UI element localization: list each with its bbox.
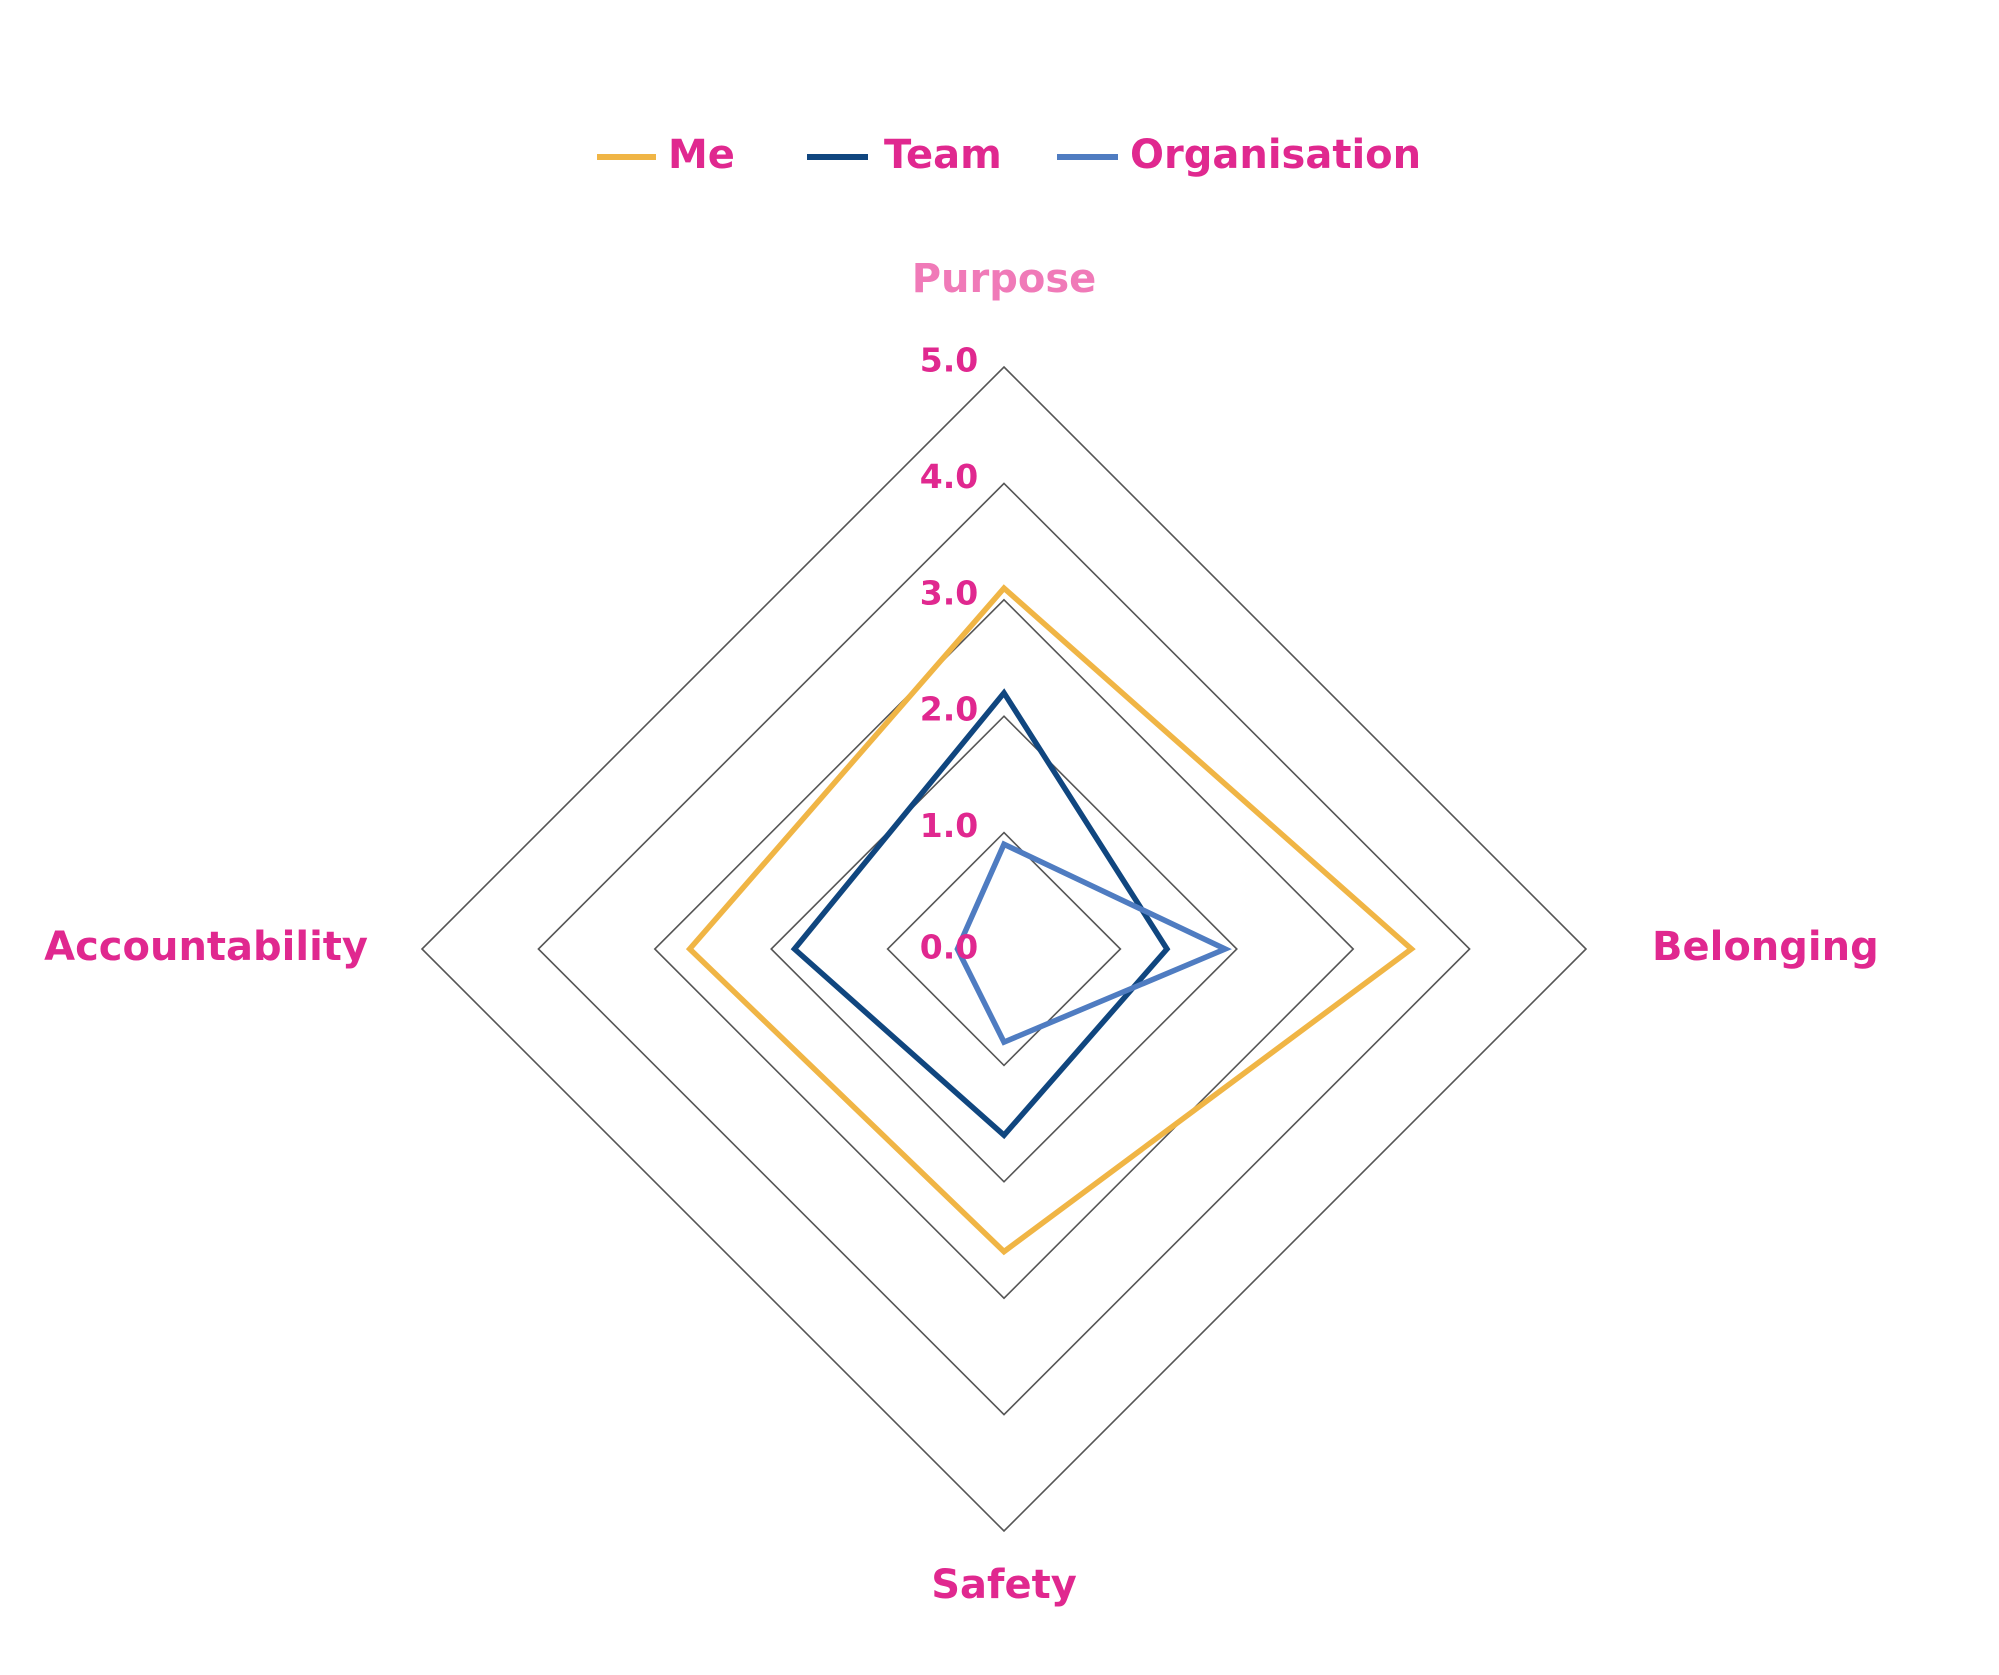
series-organisation-polygon xyxy=(954,840,1232,1046)
series-team-polygon xyxy=(790,688,1171,1140)
grid-ring-1 xyxy=(886,831,1122,1067)
axis-label-belonging: Belonging xyxy=(1652,924,1879,970)
grid-ring-5 xyxy=(420,365,1588,1533)
grid-ring-2 xyxy=(770,715,1238,1183)
axis-label-accountability: Accountability xyxy=(44,924,368,970)
legend: Me Team Organisation xyxy=(597,132,1421,178)
legend-item-me: Me xyxy=(597,132,735,178)
tick-label-2: 2.0 xyxy=(920,690,978,729)
legend-item-team: Team xyxy=(807,132,1002,178)
radial-tick-labels: 0.0 1.0 2.0 3.0 4.0 5.0 xyxy=(920,341,978,967)
legend-label-team: Team xyxy=(884,132,1002,178)
tick-label-3: 3.0 xyxy=(920,573,978,612)
legend-item-organisation: Organisation xyxy=(1057,132,1421,178)
grid-ring-3 xyxy=(653,598,1355,1300)
tick-label-1: 1.0 xyxy=(920,806,978,845)
tick-label-5: 5.0 xyxy=(920,341,978,380)
legend-label-me: Me xyxy=(668,132,735,178)
radar-series xyxy=(685,584,1416,1256)
radar-grid xyxy=(420,365,1588,1533)
legend-label-organisation: Organisation xyxy=(1130,132,1421,178)
tick-label-0: 0.0 xyxy=(920,928,978,967)
axis-label-purpose: Purpose xyxy=(912,256,1097,302)
axis-label-safety: Safety xyxy=(931,1562,1077,1608)
series-me-polygon xyxy=(685,584,1416,1256)
tick-label-4: 4.0 xyxy=(920,457,978,496)
grid-ring-4 xyxy=(537,482,1471,1416)
